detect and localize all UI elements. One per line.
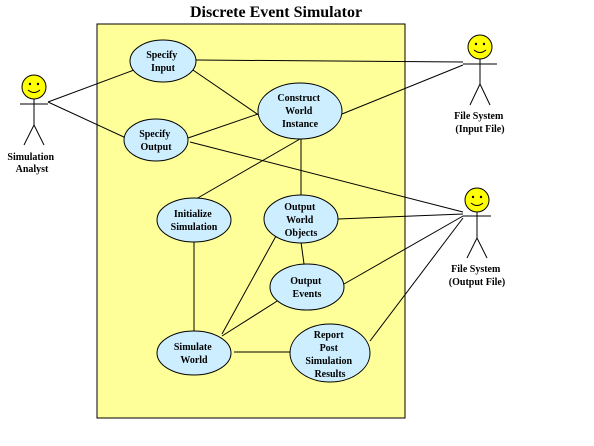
- actor-smile: [27, 89, 41, 93]
- use-case-ellipse: [123, 118, 189, 162]
- use-case-label-line: Instance: [282, 119, 319, 130]
- use-case-label-line: Simulate: [174, 342, 212, 353]
- actor-file-system-output[interactable]: File System (Output File): [449, 187, 505, 288]
- use-case-label: Simulate World: [174, 342, 214, 366]
- use-case-label: Output Events: [290, 276, 324, 300]
- actor-label-line: (Input File): [455, 124, 504, 135]
- association-specify-output-file-output: [189, 141, 464, 213]
- actor-head: [467, 34, 493, 60]
- association-report-file-output: [369, 217, 464, 342]
- use-case-label: Output World Objects: [284, 202, 318, 239]
- use-case-simulate-world[interactable]: Simulate World: [156, 330, 232, 376]
- use-case-label-line: Events: [293, 289, 322, 300]
- actor-smile: [470, 202, 484, 206]
- use-case-label: Construct World Instance: [277, 93, 322, 130]
- association-construct-file-input: [341, 64, 464, 115]
- actor-label-line: Analyst: [16, 164, 49, 175]
- use-case-output-events[interactable]: Output Events: [269, 263, 345, 311]
- use-case-ellipse: [156, 197, 232, 243]
- use-case-label-line: World: [285, 106, 313, 117]
- use-case-ellipse: [129, 39, 197, 83]
- association-analyst-specify-input: [47, 69, 135, 103]
- use-case-label-line: Objects: [285, 228, 318, 239]
- actor-eye: [28, 82, 32, 86]
- use-case-construct-world-instance[interactable]: Construct World Instance: [257, 82, 343, 140]
- use-case-initialize-simulation[interactable]: Initialize Simulation: [156, 197, 232, 243]
- use-case-specify-input[interactable]: Specify Input: [129, 39, 197, 83]
- actor-eye: [474, 42, 478, 46]
- actor-label: File System (Output File): [449, 264, 505, 288]
- use-case-output-world-objects[interactable]: Output World Objects: [263, 194, 339, 244]
- actor-simulation-analyst[interactable]: Simulation Analyst: [7, 74, 56, 175]
- use-case-label-line: Simulation: [305, 356, 352, 367]
- actor-label-line: File System: [451, 264, 501, 275]
- actor-head: [21, 74, 47, 100]
- association-output-events-file-output: [343, 215, 464, 285]
- use-case-label-line: Input: [151, 63, 176, 74]
- association-specify-output-construct: [187, 113, 259, 139]
- actor-label-line: Simulation: [7, 152, 54, 163]
- actor-smile: [473, 49, 487, 53]
- use-case-ellipse: [269, 263, 345, 311]
- actor-leg: [479, 83, 491, 106]
- actor-leg: [466, 237, 478, 259]
- association-simulate-output-events: [221, 297, 283, 337]
- association-output-world-output-events: [300, 241, 305, 265]
- use-case-report-post-simulation-results[interactable]: Report Post Simulation Results: [289, 323, 371, 383]
- use-case-label-line: Output: [290, 276, 322, 287]
- actor-head: [464, 187, 490, 213]
- actor-eye: [479, 195, 483, 199]
- use-case-label-line: Specify: [146, 50, 177, 61]
- use-case-label-line: Report: [314, 330, 345, 341]
- association-lines: [47, 59, 464, 353]
- use-case-label-line: Specify: [139, 129, 170, 140]
- use-case-label: Report Post Simulation Results: [305, 330, 354, 380]
- stick-figure-icon: [463, 34, 497, 106]
- use-case-label-line: Output: [284, 202, 316, 213]
- use-case-label-line: Output: [140, 142, 172, 153]
- use-case-specify-output[interactable]: Specify Output: [123, 118, 189, 162]
- actor-label: Simulation Analyst: [7, 152, 56, 175]
- use-case-ellipse: [257, 82, 343, 140]
- actor-leg: [33, 124, 45, 146]
- use-case-label-line: Results: [314, 369, 345, 380]
- actor-leg: [476, 237, 488, 259]
- use-case-ellipse: [263, 194, 339, 244]
- actor-file-system-input[interactable]: File System (Input File): [454, 34, 506, 135]
- use-case-label: Specify Output: [139, 129, 173, 153]
- use-case-label: Initialize Simulation: [171, 209, 218, 233]
- use-case-label-line: World: [286, 215, 314, 226]
- actor-label: File System (Input File): [454, 111, 506, 135]
- use-case-label-line: Construct: [277, 93, 320, 104]
- diagram-title: Discrete Event Simulator: [190, 4, 362, 21]
- use-case-label-line: Post: [320, 343, 339, 354]
- association-construct-initialize: [195, 138, 301, 200]
- association-output-world-file-output: [337, 213, 464, 220]
- use-case-label-line: Initialize: [174, 209, 212, 220]
- use-case-label: Specify Input: [146, 50, 180, 74]
- actor-eye: [471, 195, 475, 199]
- actor-leg: [23, 124, 35, 146]
- use-case-label-line: World: [180, 355, 208, 366]
- use-case-ellipse: [156, 330, 232, 376]
- use-case-ellipse: [289, 323, 371, 383]
- association-analyst-specify-output: [47, 101, 127, 139]
- actor-leg: [469, 83, 481, 106]
- actor-label-line: File System: [454, 111, 504, 122]
- actor-label-line: (Output File): [449, 277, 505, 288]
- association-specify-input-construct: [189, 67, 264, 119]
- association-specify-input-file-input: [195, 59, 464, 63]
- use-case-label-line: Simulation: [171, 222, 218, 233]
- actor-eye: [482, 42, 486, 46]
- actor-eye: [36, 82, 40, 86]
- association-simulate-output-world: [221, 235, 277, 335]
- stick-figure-icon: [20, 74, 48, 146]
- stick-figure-icon: [463, 187, 491, 259]
